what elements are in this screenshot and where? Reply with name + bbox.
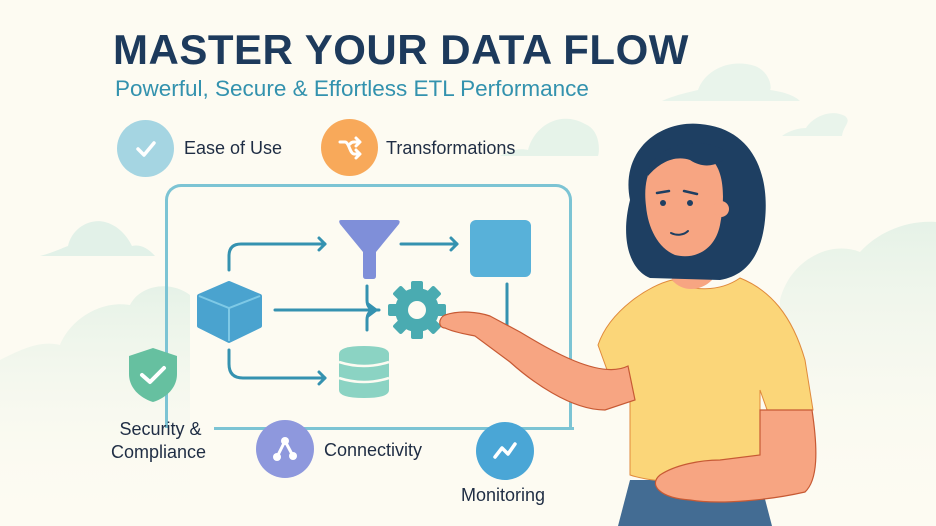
pipeline-frame	[165, 184, 572, 428]
page-title: MASTER YOUR DATA FLOW	[113, 26, 689, 73]
page-subtitle: Powerful, Secure & Effortless ETL Perfor…	[115, 76, 589, 101]
filter-funnel-icon	[339, 220, 400, 279]
trend-line-icon	[493, 442, 517, 459]
feature-label-connectivity: Connectivity	[324, 440, 423, 460]
shield-check-icon	[129, 348, 177, 402]
network-nodes-icon	[273, 437, 297, 461]
process-gear-icon	[388, 281, 446, 339]
database-icon	[338, 346, 390, 398]
connectivity-badge	[256, 420, 314, 478]
woman-illustration	[439, 123, 817, 526]
checkmark-icon	[135, 140, 156, 157]
monitoring-badge	[476, 422, 534, 480]
feature-label-transformations: Transformations	[386, 138, 516, 158]
shuffle-icon	[338, 136, 361, 159]
arrow-cube-to-funnel	[227, 242, 327, 272]
source-cube-icon	[197, 281, 262, 343]
pipeline-frame-bottom	[214, 427, 574, 430]
feature-label-monitoring: Monitoring	[461, 485, 546, 505]
feature-label-security: Security & Compliance	[111, 419, 207, 462]
arrow-cube-to-database	[227, 348, 327, 380]
transformations-badge	[321, 119, 378, 176]
etl-pipeline-diagram	[197, 220, 531, 398]
feature-label-ease-of-use: Ease of Use	[184, 138, 283, 158]
ease-of-use-badge	[117, 120, 174, 177]
destination-square-icon	[470, 220, 531, 277]
